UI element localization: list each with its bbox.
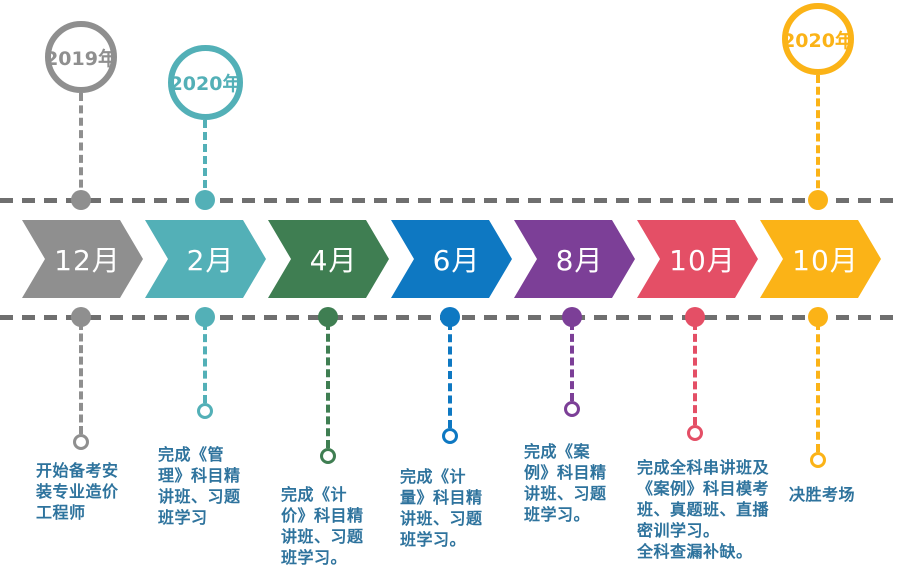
milestone-rail-dot — [318, 307, 338, 327]
year-label: 2020年 — [782, 29, 854, 52]
month-label: 4月 — [309, 244, 358, 277]
year-connector-line — [816, 75, 820, 200]
year-rail-dot — [195, 190, 215, 210]
chevron-month-oct2: 10月 — [760, 220, 881, 298]
chevron-month-feb: 2月 — [145, 220, 266, 298]
month-label: 10月 — [792, 244, 859, 277]
chevron-month-oct1: 10月 — [637, 220, 758, 298]
chevron-month-jun: 6月 — [391, 220, 512, 298]
year-rail-dot — [808, 190, 828, 210]
year-label: 2020年 — [169, 73, 242, 95]
milestone-ring — [810, 452, 826, 468]
chevron-month-dec: 12月 — [22, 220, 143, 298]
milestone-ring — [687, 425, 703, 441]
milestone-rail-dot — [685, 307, 705, 327]
milestone-note-aug: 完成《案 例》科目精 讲班、习题 班学习。 — [524, 442, 607, 524]
milestone-rail-dot — [195, 307, 215, 327]
month-label: 2月 — [186, 244, 235, 277]
year-connector-line — [203, 120, 207, 200]
milestone-ring — [197, 403, 213, 419]
milestone-ring — [320, 448, 336, 464]
month-label: 6月 — [432, 244, 481, 277]
month-label: 12月 — [54, 244, 121, 277]
milestone-note-oct1: 完成全科串讲班及 《案例》科目模考 班、真题班、直播 密训学习。 全科查漏补缺。 — [637, 458, 770, 561]
timeline-rail-top — [0, 198, 901, 203]
milestone-rail-dot — [562, 307, 582, 327]
milestone-note-jun: 完成《计 量》科目精 讲班、习题 班学习。 — [400, 467, 483, 549]
milestone-note-feb: 完成《管 理》科目精 讲班、习题 班学习 — [158, 445, 241, 527]
milestone-connector-line — [693, 322, 697, 425]
milestone-ring — [564, 401, 580, 417]
year-circle-2020-start: 2020年 — [168, 45, 243, 120]
milestone-connector-line — [79, 322, 83, 434]
milestone-connector-line — [448, 322, 452, 428]
milestone-ring — [442, 428, 458, 444]
year-rail-dot — [71, 190, 91, 210]
milestone-connector-line — [570, 322, 574, 401]
milestone-connector-line — [203, 322, 207, 403]
milestone-note-dec: 开始备考安 装专业造价 工程师 — [36, 461, 119, 522]
year-circle-2019: 2019年 — [45, 21, 117, 93]
milestone-ring — [73, 434, 89, 450]
year-circle-2020-exam: 2020年 — [782, 3, 854, 75]
year-label: 2019年 — [45, 47, 117, 70]
milestone-rail-dot — [808, 307, 828, 327]
milestone-note-apr: 完成《计 价》科目精 讲班、习题 班学习。 — [281, 485, 364, 567]
milestone-rail-dot — [71, 307, 91, 327]
month-label: 8月 — [555, 244, 604, 277]
chevron-month-apr: 4月 — [268, 220, 389, 298]
month-label: 10月 — [669, 244, 736, 277]
year-connector-line — [79, 93, 83, 200]
milestone-note-oct2: 决胜考场 — [789, 485, 856, 504]
milestone-rail-dot — [440, 307, 460, 327]
chevron-month-aug: 8月 — [514, 220, 635, 298]
milestone-connector-line — [816, 322, 820, 452]
milestone-connector-line — [326, 322, 330, 448]
